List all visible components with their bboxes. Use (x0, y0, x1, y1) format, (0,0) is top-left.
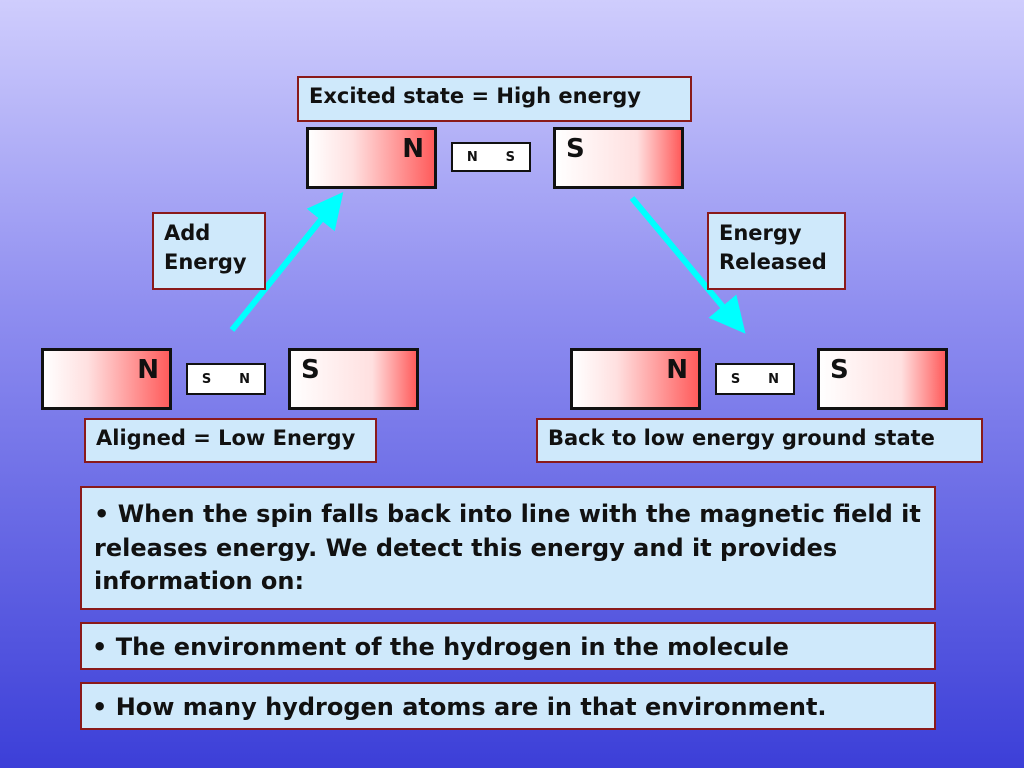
point-hydrogen-count: • How many hydrogen atoms are in that en… (80, 682, 936, 730)
top-spin-mini-magnet: N S (451, 142, 531, 172)
energy-released-label: Energy Released (707, 212, 846, 290)
main-explanation-text: • When the spin falls back into line wit… (80, 486, 936, 610)
left-magnet-s: S (288, 348, 419, 410)
top-mini-right-pole: S (505, 149, 516, 165)
excited-state-label: Excited state = High energy (297, 76, 692, 122)
energy-released-arrow (629, 196, 746, 334)
right-mini-right-pole: N (768, 371, 780, 387)
top-magnet-s: S (553, 127, 684, 189)
right-magnet-n: N (570, 348, 701, 410)
right-magnet-s-label: S (830, 355, 849, 385)
left-magnet-n: N (41, 348, 172, 410)
left-magnet-s-label: S (301, 355, 320, 385)
left-magnet-n-label: N (137, 355, 159, 385)
aligned-low-energy-label: Aligned = Low Energy (84, 418, 377, 463)
top-magnet-n-label: N (402, 134, 424, 164)
ground-state-label: Back to low energy ground state (536, 418, 983, 463)
top-magnet-s-label: S (566, 134, 585, 164)
right-magnet-n-label: N (666, 355, 688, 385)
right-spin-mini-magnet: S N (715, 363, 795, 395)
right-magnet-s: S (817, 348, 948, 410)
left-mini-left-pole: S (201, 371, 212, 387)
add-energy-label: Add Energy (152, 212, 266, 290)
add-energy-arrow (229, 191, 344, 332)
point-hydrogen-environment: • The environment of the hydrogen in the… (80, 622, 936, 670)
top-mini-left-pole: N (466, 149, 478, 165)
right-mini-left-pole: S (730, 371, 741, 387)
left-mini-right-pole: N (239, 371, 251, 387)
top-magnet-n: N (306, 127, 437, 189)
left-spin-mini-magnet: S N (186, 363, 266, 395)
